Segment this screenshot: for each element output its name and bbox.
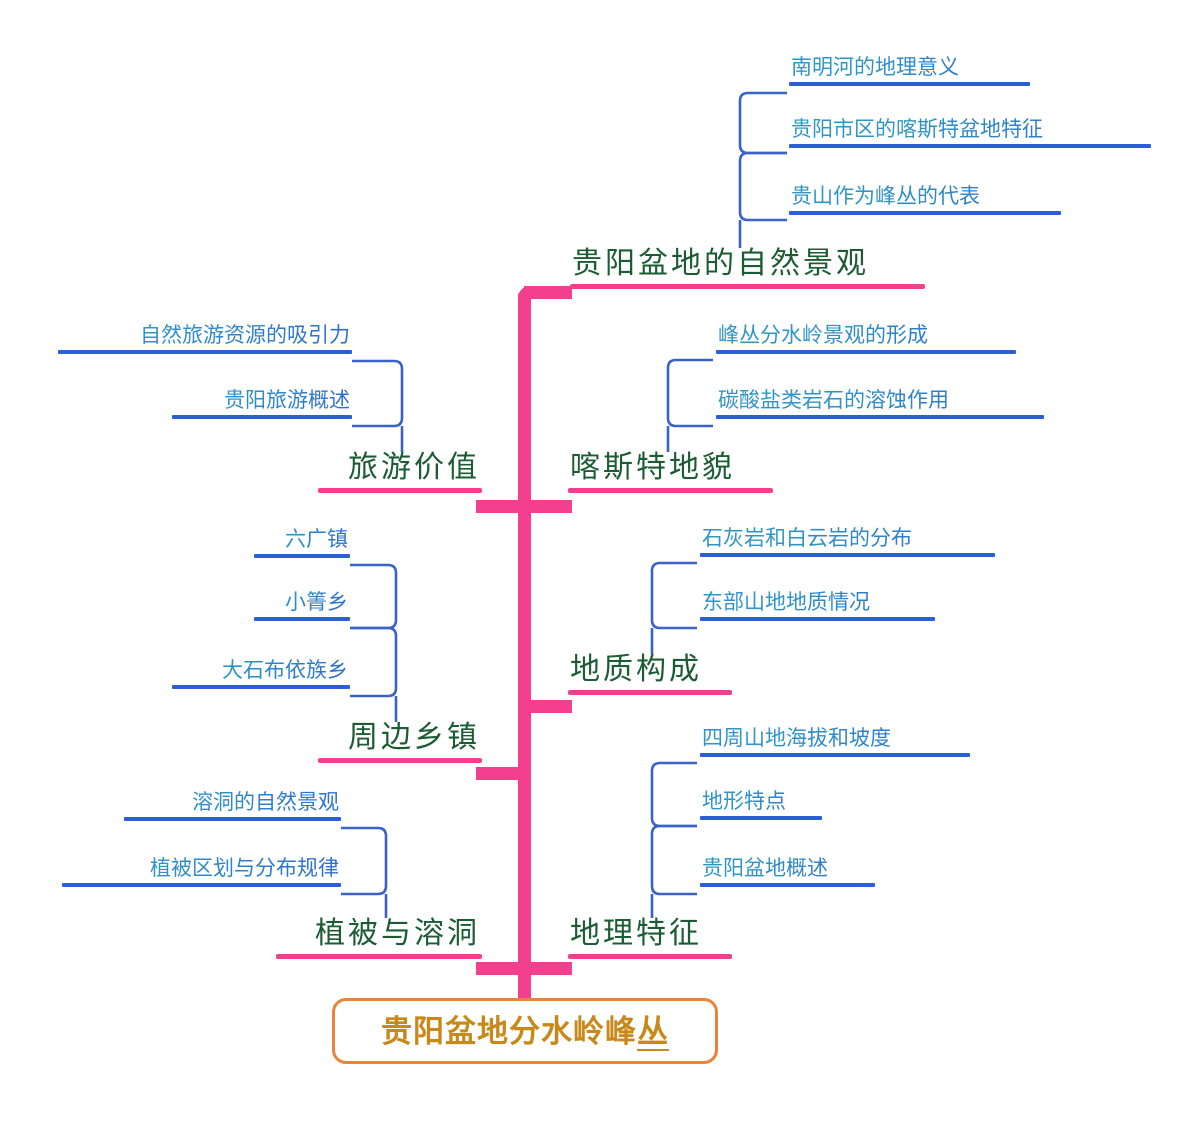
- leaf-label: 四周山地海拔和坡度: [700, 727, 970, 753]
- branch-underline: [570, 283, 925, 289]
- leaf-label: 贵阳旅游概述: [172, 389, 352, 415]
- root-node-label: 贵阳盆地分水岭峰丛: [381, 1013, 669, 1051]
- leaf-xiaoqing-township[interactable]: 小箐乡: [254, 591, 350, 622]
- branch-underline: [318, 487, 482, 493]
- branch-underline: [568, 689, 732, 695]
- leaf-underline: [789, 211, 1061, 216]
- leaf-limestone-dolomite-distribution[interactable]: 石灰岩和白云岩的分布: [700, 527, 995, 558]
- leaf-label: 自然旅游资源的吸引力: [58, 324, 352, 350]
- leaf-label: 石灰岩和白云岩的分布: [700, 527, 995, 553]
- spine-top-elbow: [518, 286, 545, 305]
- branch-tourism-value[interactable]: 旅游价值: [318, 452, 482, 493]
- spine-stub-geology: [524, 700, 572, 713]
- leaf-label: 南明河的地理意义: [789, 56, 1030, 82]
- branch-label: 周边乡镇: [348, 721, 480, 754]
- leaf-underline: [124, 817, 341, 822]
- leaf-underline: [716, 350, 1016, 355]
- leaf-guishan-peak-cluster[interactable]: 贵山作为峰丛的代表: [789, 185, 1061, 216]
- leaf-liuguang-town[interactable]: 六广镇: [254, 528, 350, 559]
- branch-geographic-features[interactable]: 地理特征: [568, 918, 732, 959]
- leaf-underline: [789, 144, 1151, 149]
- leaf-label: 峰丛分水岭景观的形成: [716, 324, 1016, 350]
- spine-stub-township: [476, 767, 524, 780]
- leaf-label: 贵阳市区的喀斯特盆地特征: [789, 118, 1151, 144]
- branch-underline: [318, 757, 482, 763]
- leaf-underline: [700, 753, 970, 758]
- leaf-dashi-buyi-township[interactable]: 大石布依族乡: [172, 659, 350, 690]
- branch-vegetation-caves[interactable]: 植被与溶洞: [276, 918, 482, 959]
- branch-label: 地质构成: [570, 653, 702, 686]
- branch-label: 植被与溶洞: [315, 917, 480, 950]
- leaf-label: 大石布依族乡: [172, 659, 350, 685]
- leaf-eastern-mountain-geology[interactable]: 东部山地地质情况: [700, 591, 935, 622]
- leaf-underline: [62, 883, 341, 888]
- leaf-cave-natural-landscape[interactable]: 溶洞的自然景观: [124, 791, 341, 822]
- leaf-carbonate-rock-dissolution[interactable]: 碳酸盐类岩石的溶蚀作用: [716, 389, 1044, 420]
- leaf-label: 东部山地地质情况: [700, 591, 935, 617]
- leaf-underline: [700, 617, 935, 622]
- leaf-label: 溶洞的自然景观: [124, 791, 341, 817]
- branch-nearby-townships[interactable]: 周边乡镇: [318, 722, 482, 763]
- bracket-geological-composition: [650, 561, 697, 654]
- leaf-label: 植被区划与分布规律: [62, 857, 341, 883]
- spine-stub-vegetation: [476, 962, 524, 975]
- leaf-underline: [700, 883, 875, 888]
- branch-label: 旅游价值: [348, 451, 480, 484]
- leaf-label: 贵阳盆地概述: [700, 857, 875, 883]
- leaf-guiyang-basin-overview[interactable]: 贵阳盆地概述: [700, 857, 875, 888]
- leaf-surrounding-elevation-slope[interactable]: 四周山地海拔和坡度: [700, 727, 970, 758]
- leaf-natural-tourism-attraction[interactable]: 自然旅游资源的吸引力: [58, 324, 352, 355]
- root-node[interactable]: 贵阳盆地分水岭峰丛: [332, 998, 718, 1064]
- leaf-guiyang-tourism-overview[interactable]: 贵阳旅游概述: [172, 389, 352, 420]
- branch-label: 地理特征: [570, 917, 702, 950]
- leaf-label: 地形特点: [700, 790, 822, 816]
- bracket-vegetation-caves: [341, 826, 388, 918]
- leaf-label: 碳酸盐类岩石的溶蚀作用: [716, 389, 1044, 415]
- bracket-karst-landform: [666, 358, 713, 452]
- bracket-tourism-value: [352, 359, 404, 452]
- spine-stub-geofeat: [524, 962, 572, 975]
- branch-underline: [568, 487, 773, 493]
- leaf-label: 贵山作为峰丛的代表: [789, 185, 1061, 211]
- branch-underline: [568, 953, 732, 959]
- leaf-underline: [58, 350, 352, 355]
- leaf-guiyang-karst-basin[interactable]: 贵阳市区的喀斯特盆地特征: [789, 118, 1151, 149]
- branch-geological-composition[interactable]: 地质构成: [568, 654, 732, 695]
- bracket-nearby-townships: [350, 563, 398, 722]
- leaf-underline: [700, 816, 822, 821]
- branch-underline: [276, 953, 482, 959]
- leaf-underline: [254, 617, 350, 622]
- leaf-underline: [700, 553, 995, 558]
- leaf-terrain-characteristics[interactable]: 地形特点: [700, 790, 822, 821]
- bracket-natural-landscape: [738, 91, 787, 248]
- leaf-underline: [789, 82, 1030, 87]
- branch-natural-landscape[interactable]: 贵阳盆地的自然景观: [570, 248, 925, 289]
- spine-stub-natural: [524, 286, 572, 299]
- bracket-geographic-features: [650, 761, 697, 918]
- spine-root-drop: [518, 962, 531, 998]
- branch-label: 喀斯特地貌: [570, 451, 735, 484]
- spine-stub-tourism: [476, 500, 524, 513]
- spine-stub-karst: [524, 500, 572, 513]
- leaf-peak-cluster-watershed-formation[interactable]: 峰丛分水岭景观的形成: [716, 324, 1016, 355]
- branch-karst-landform[interactable]: 喀斯特地貌: [568, 452, 773, 493]
- leaf-vegetation-zoning-distribution[interactable]: 植被区划与分布规律: [62, 857, 341, 888]
- leaf-underline: [172, 415, 352, 420]
- leaf-underline: [172, 685, 350, 690]
- leaf-nanming-river[interactable]: 南明河的地理意义: [789, 56, 1030, 87]
- branch-label: 贵阳盆地的自然景观: [572, 247, 869, 280]
- spine-trunk: [518, 292, 531, 995]
- leaf-underline: [716, 415, 1044, 420]
- leaf-label: 六广镇: [254, 528, 350, 554]
- leaf-underline: [254, 554, 350, 559]
- leaf-label: 小箐乡: [254, 591, 350, 617]
